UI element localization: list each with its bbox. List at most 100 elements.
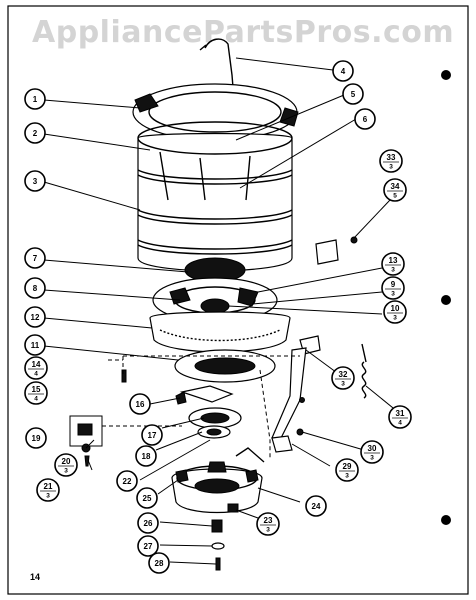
page-border (7, 5, 469, 595)
svg-text:4: 4 (34, 371, 38, 378)
svg-text:3: 3 (341, 381, 345, 388)
svg-text:24: 24 (312, 502, 321, 511)
callout-24: 24 (305, 495, 327, 517)
svg-text:7: 7 (33, 254, 38, 263)
callout-8: 8 (24, 277, 46, 299)
callout-2: 2 (24, 122, 46, 144)
svg-text:26: 26 (144, 519, 153, 528)
part-tub-bottom (149, 311, 291, 383)
callout-15: 154 (24, 381, 48, 405)
watermark: AppliancePartsPros.com (32, 15, 454, 50)
svg-text:8: 8 (33, 284, 38, 293)
svg-text:4: 4 (34, 396, 38, 403)
svg-text:20: 20 (62, 457, 71, 466)
svg-text:6: 6 (363, 115, 368, 124)
svg-text:2: 2 (33, 129, 38, 138)
callout-11: 11 (24, 334, 46, 356)
svg-text:11: 11 (31, 341, 40, 350)
callout-6: 6 (354, 108, 376, 130)
binder-holes (441, 70, 451, 525)
callout-19: 19 (25, 427, 47, 449)
callout-21: 213 (36, 478, 60, 502)
svg-text:3: 3 (33, 177, 38, 186)
callout-10: 103 (383, 300, 407, 324)
part-brake-clutch (175, 385, 242, 439)
leader-lines (43, 57, 399, 565)
svg-text:3: 3 (391, 267, 395, 274)
callout-20: 203 (54, 453, 78, 477)
callout-30: 303 (360, 440, 384, 464)
callout-4: 4 (332, 60, 354, 82)
svg-text:3: 3 (345, 473, 349, 480)
svg-text:18: 18 (142, 452, 151, 461)
svg-text:3: 3 (64, 468, 68, 475)
callout-26: 26 (137, 512, 159, 534)
svg-text:17: 17 (148, 431, 157, 440)
dashed-reference-lines (102, 355, 300, 460)
callout-28: 28 (148, 552, 170, 574)
callout-9: 93 (381, 276, 405, 300)
callout-3: 3 (24, 170, 46, 192)
svg-text:12: 12 (31, 313, 40, 322)
callout-13: 133 (381, 252, 405, 276)
svg-text:16: 16 (136, 400, 145, 409)
svg-text:3: 3 (391, 291, 395, 298)
callout-1: 1 (24, 88, 46, 110)
part-hose (204, 38, 235, 101)
part-small-fasteners (69, 369, 127, 467)
callout-31: 314 (388, 405, 412, 429)
svg-text:29: 29 (343, 462, 352, 471)
callout-25: 25 (136, 487, 158, 509)
callout-27: 27 (137, 535, 159, 557)
svg-text:19: 19 (32, 434, 41, 443)
svg-text:32: 32 (339, 370, 348, 379)
page-number: 14 (30, 572, 40, 582)
part-suspension (271, 236, 367, 453)
callout-16: 16 (129, 393, 151, 415)
svg-text:5: 5 (351, 90, 356, 99)
svg-text:3: 3 (389, 164, 393, 171)
part-motor-mount (171, 447, 265, 514)
svg-text:1: 1 (33, 95, 38, 104)
svg-text:3: 3 (266, 527, 270, 534)
svg-text:25: 25 (143, 494, 152, 503)
callout-12: 12 (24, 306, 46, 328)
svg-text:3: 3 (393, 315, 397, 322)
svg-text:31: 31 (396, 409, 405, 418)
callout-7: 7 (24, 247, 46, 269)
svg-text:34: 34 (391, 182, 400, 191)
svg-text:22: 22 (123, 477, 132, 486)
svg-text:15: 15 (32, 385, 41, 394)
svg-text:4: 4 (398, 420, 402, 427)
svg-text:21: 21 (44, 482, 53, 491)
svg-text:4: 4 (341, 67, 346, 76)
svg-text:3: 3 (46, 493, 50, 500)
part-illustrations (69, 38, 367, 571)
callout-18: 18 (135, 445, 157, 467)
part-balance-ring (132, 83, 299, 141)
callout-32: 323 (331, 366, 355, 390)
svg-text:3: 3 (370, 455, 374, 462)
svg-text:13: 13 (389, 256, 398, 265)
svg-text:27: 27 (144, 542, 153, 551)
callout-17: 17 (141, 424, 163, 446)
callout-5: 5 (342, 83, 364, 105)
part-bottom-hardware (211, 519, 225, 571)
svg-text:23: 23 (264, 516, 273, 525)
svg-text:14: 14 (32, 360, 41, 369)
svg-text:33: 33 (387, 153, 396, 162)
svg-text:10: 10 (391, 304, 400, 313)
svg-text:28: 28 (155, 559, 164, 568)
callout-22: 22 (116, 470, 138, 492)
callout-23: 233 (256, 512, 280, 536)
callout-34: 345 (383, 178, 407, 202)
callout-29: 293 (335, 458, 359, 482)
callouts: 4 1 5 2 6 3 333 345 7 133 8 93 103 12 11… (24, 60, 412, 574)
svg-text:30: 30 (368, 444, 377, 453)
callout-14: 144 (24, 356, 48, 380)
svg-text:9: 9 (391, 280, 396, 289)
callout-33: 333 (379, 149, 403, 173)
part-tub (137, 121, 293, 272)
svg-text:5: 5 (393, 193, 397, 200)
